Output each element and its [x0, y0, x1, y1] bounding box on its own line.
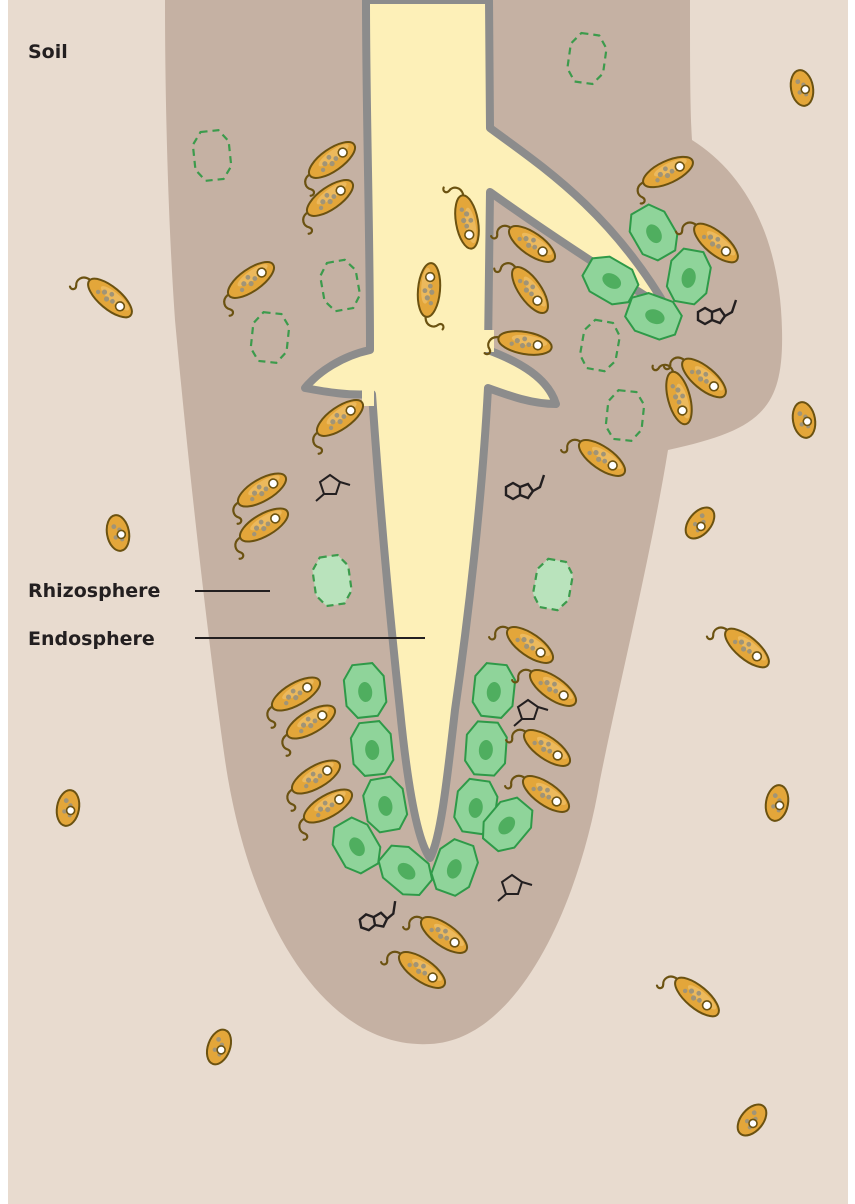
- endosphere-label: Endosphere: [28, 628, 155, 650]
- rhizosphere-label: Rhizosphere: [28, 580, 160, 602]
- soil-label: Soil: [28, 41, 68, 63]
